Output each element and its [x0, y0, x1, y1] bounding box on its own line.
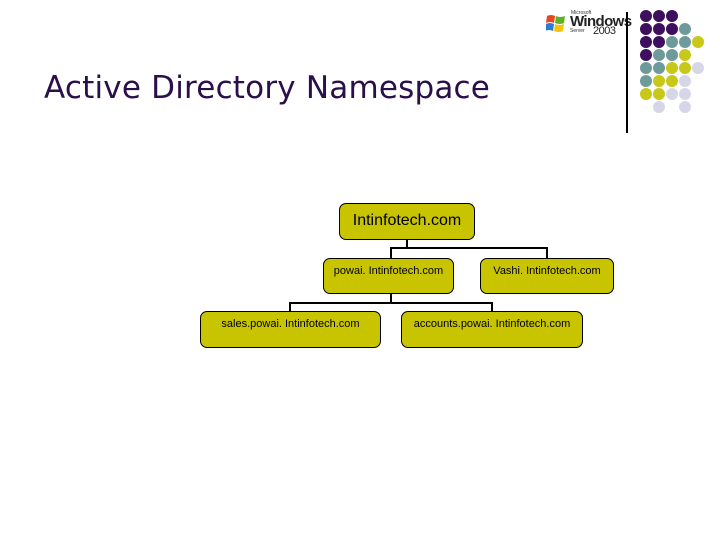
decorative-dot — [666, 10, 678, 22]
decorative-dot — [679, 101, 691, 113]
decorative-dot — [666, 36, 678, 48]
decorative-dot — [666, 23, 678, 35]
decorative-dot — [692, 36, 704, 48]
decorative-dot — [640, 36, 652, 48]
decorative-dot — [679, 75, 691, 87]
decorative-dot — [640, 88, 652, 100]
windows-server-2003-logo: Microsoft Windows Server 2003 — [546, 10, 632, 38]
node-powai-label: powai. Intinfotech.com — [333, 265, 444, 277]
decorative-dot — [679, 23, 691, 35]
node-accounts-domain[interactable]: accounts.powai. Intinfotech.com — [401, 311, 583, 348]
logo-product-text: Windows — [570, 13, 632, 30]
logo-edition-text: Server — [570, 28, 585, 34]
slide-title: Active Directory Namespace — [44, 70, 491, 106]
decorative-dot — [640, 10, 652, 22]
decorative-dot — [640, 75, 652, 87]
decorative-dot — [640, 62, 652, 74]
windows-flag-icon — [546, 15, 565, 32]
node-root-domain[interactable]: Intinfotech.com — [339, 203, 475, 240]
node-sales-label: sales.powai. Intinfotech.com — [221, 318, 360, 330]
decorative-dot — [679, 36, 691, 48]
node-vashi-label: Vashi. Intinfotech.com — [493, 265, 601, 277]
decorative-dot — [679, 49, 691, 61]
decorative-dot — [679, 62, 691, 74]
decorative-dot — [666, 75, 678, 87]
decorative-dot — [666, 88, 678, 100]
connector-to-vashi — [546, 247, 548, 258]
connector-level1-horizontal — [390, 247, 548, 249]
connector-to-powai — [390, 247, 392, 258]
logo-year-text: 2003 — [593, 25, 616, 37]
decorative-dot — [653, 88, 665, 100]
header-divider-line — [626, 12, 628, 133]
decorative-dot — [653, 10, 665, 22]
decorative-dot — [692, 62, 704, 74]
node-accounts-label: accounts.powai. Intinfotech.com — [413, 318, 571, 330]
node-vashi-domain[interactable]: Vashi. Intinfotech.com — [480, 258, 614, 294]
connector-root-down — [406, 239, 408, 249]
node-sales-domain[interactable]: sales.powai. Intinfotech.com — [200, 311, 381, 348]
decorative-dot — [653, 23, 665, 35]
decorative-dot — [653, 75, 665, 87]
decorative-dot-grid — [640, 10, 710, 120]
connector-powai-down — [390, 293, 392, 304]
decorative-dot — [679, 88, 691, 100]
connector-to-sales — [289, 302, 291, 312]
decorative-dot — [666, 49, 678, 61]
connector-level2-horizontal — [289, 302, 493, 304]
decorative-dot — [640, 49, 652, 61]
decorative-dot — [666, 62, 678, 74]
decorative-dot — [640, 23, 652, 35]
decorative-dot — [653, 36, 665, 48]
node-powai-domain[interactable]: powai. Intinfotech.com — [323, 258, 454, 294]
node-root-label: Intinfotech.com — [352, 212, 462, 229]
decorative-dot — [653, 49, 665, 61]
decorative-dot — [653, 62, 665, 74]
decorative-dot — [653, 101, 665, 113]
connector-to-accounts — [491, 302, 493, 312]
logo-brand-text: Microsoft — [571, 10, 592, 16]
